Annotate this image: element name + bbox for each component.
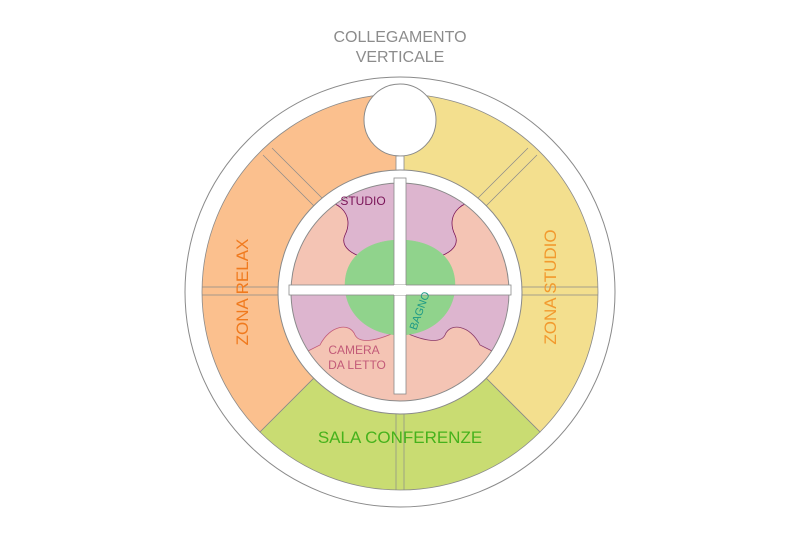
title-line1: COLLEGAMENTO	[333, 29, 466, 46]
camera-label-line2: DA LETTO	[328, 358, 386, 372]
sala-conferenze-label: SALA CONFERENZE	[318, 428, 482, 447]
partition-lines	[202, 147, 598, 490]
camera-label-line1: CAMERA	[328, 343, 379, 357]
zona-studio-label: ZONA STUDIO	[541, 229, 560, 344]
studio-room-label: STUDIO	[340, 194, 385, 208]
zona-relax-label: ZONA RELAX	[233, 239, 252, 346]
collegamento-verticale-circle	[363, 83, 437, 157]
title-line2: VERTICALE	[356, 49, 445, 66]
